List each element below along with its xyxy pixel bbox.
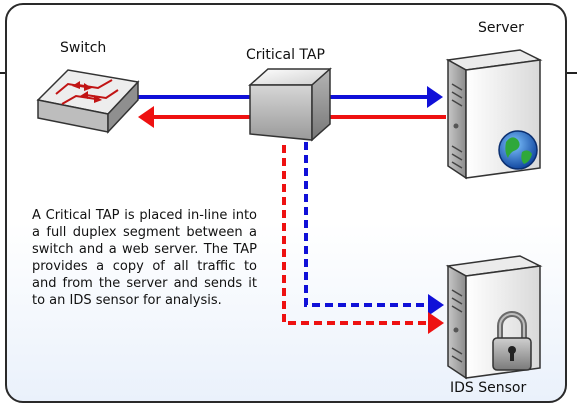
diagram-description: A Critical TAP is placed in-line into a …: [32, 208, 257, 308]
network-switch-icon: [36, 69, 140, 134]
background-line-right: [566, 72, 577, 74]
critical-tap-label: Critical TAP: [246, 47, 325, 63]
switch-label: Switch: [60, 40, 107, 56]
padlock-icon: [492, 311, 532, 371]
outbound-copy-link: [304, 142, 444, 316]
tap-box-icon: [248, 67, 332, 142]
ids-sensor-label: IDS Sensor: [450, 380, 527, 396]
inbound-copy-link: [282, 145, 444, 334]
globe-icon: [498, 130, 538, 170]
server-label: Server: [478, 20, 524, 36]
background-line-left: [0, 72, 8, 74]
